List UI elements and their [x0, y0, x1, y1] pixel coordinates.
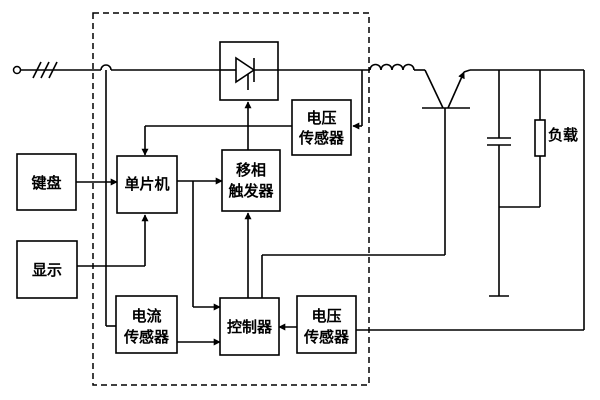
phase-trigger-label-1: 移相: [236, 161, 266, 179]
thyristor-block: [219, 41, 279, 101]
display-block: [16, 240, 78, 299]
mcu-block: [116, 155, 178, 214]
voltage-sensor-top-label-2: 传感器: [298, 129, 345, 147]
transistor-switch: [422, 69, 471, 255]
controller-label: 控制器: [227, 318, 273, 336]
current-sensor-label-2: 传感器: [123, 328, 170, 346]
controller-block: [219, 297, 280, 356]
current-sensor-block: [115, 295, 178, 354]
phase-trigger-label-2: 触发器: [228, 182, 274, 200]
current-sensor-label-1: 电流: [131, 307, 161, 325]
voltage-sensor-top-block: [291, 99, 352, 156]
filter-capacitor: [487, 137, 511, 146]
thyristor-symbol: [220, 56, 278, 90]
controller-enclosure: [92, 12, 370, 386]
load-resistor: [534, 119, 546, 157]
input-terminal: [12, 65, 22, 75]
load-label: 负载: [548, 126, 578, 144]
voltage-sensor-bottom-label-1: 电压: [311, 307, 341, 325]
keyboard-label: 键盘: [30, 174, 61, 192]
voltage-sensor-bottom-block: [296, 295, 357, 354]
phase-trigger-block: [221, 149, 281, 212]
keyboard-block: [16, 153, 77, 211]
three-phase-mark: [32, 61, 58, 79]
mcu-label: 单片机: [124, 175, 169, 193]
wire-crossing-hop: [100, 64, 112, 71]
voltage-sensor-bottom-label-2: 传感器: [303, 328, 350, 346]
display-label: 显示: [32, 261, 62, 279]
inductor: [369, 63, 415, 71]
voltage-sensor-top-label-1: 电压: [306, 109, 336, 127]
